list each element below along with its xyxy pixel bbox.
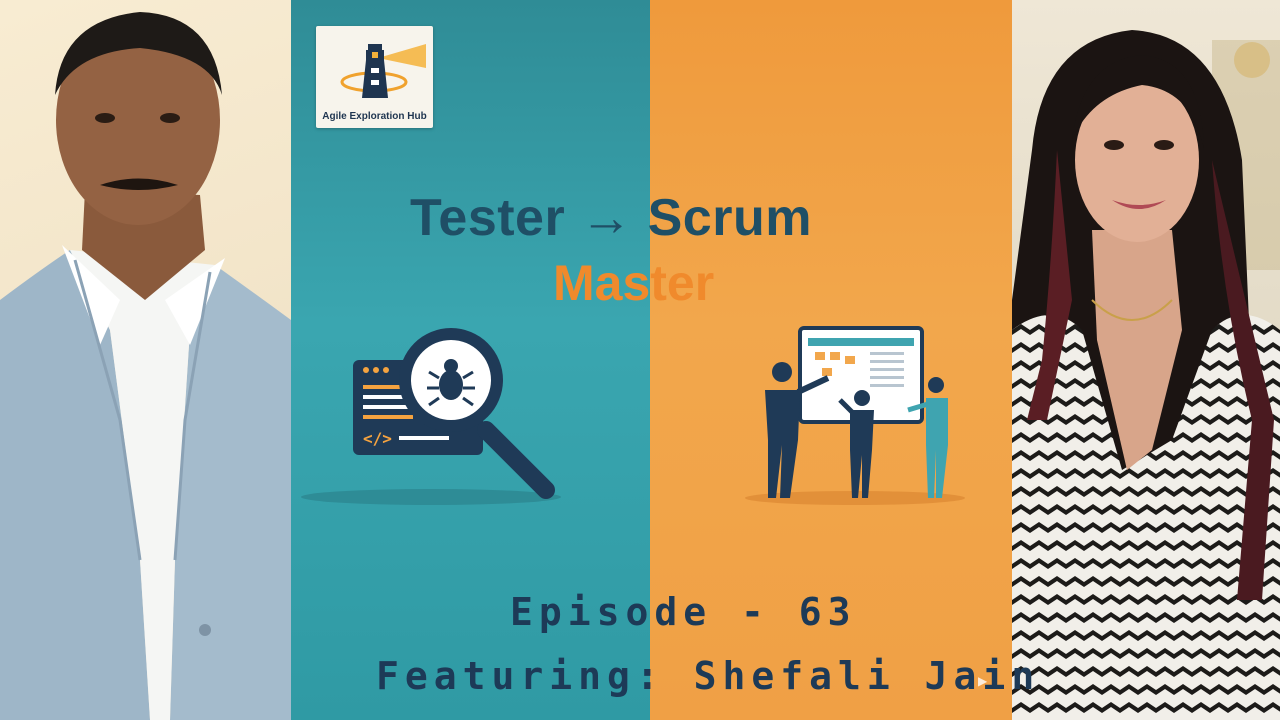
orange-panel <box>650 0 1012 720</box>
episode-title-second-line: Master <box>553 255 715 311</box>
play-indicator-icon: ▶ <box>978 674 988 688</box>
episode-number: Episode - 63 <box>510 590 857 634</box>
bug-search-icon: </> <box>301 328 561 505</box>
featuring-guest: Featuring: Shefali Jain <box>376 654 1041 698</box>
right-guest-photo <box>1012 0 1280 720</box>
logo-text: Agile Exploration Hub <box>322 111 427 122</box>
team-board-meeting-icon <box>745 326 965 505</box>
svg-text:</>: </> <box>363 429 392 448</box>
episode-title: Tester → Scrum <box>410 189 812 247</box>
woman-photo-illustration <box>1012 30 1280 720</box>
left-guest-photo <box>0 0 291 720</box>
man-photo-illustration <box>0 12 291 720</box>
lighthouse-icon <box>340 44 426 98</box>
channel-logo: Agile Exploration Hub <box>316 26 433 128</box>
